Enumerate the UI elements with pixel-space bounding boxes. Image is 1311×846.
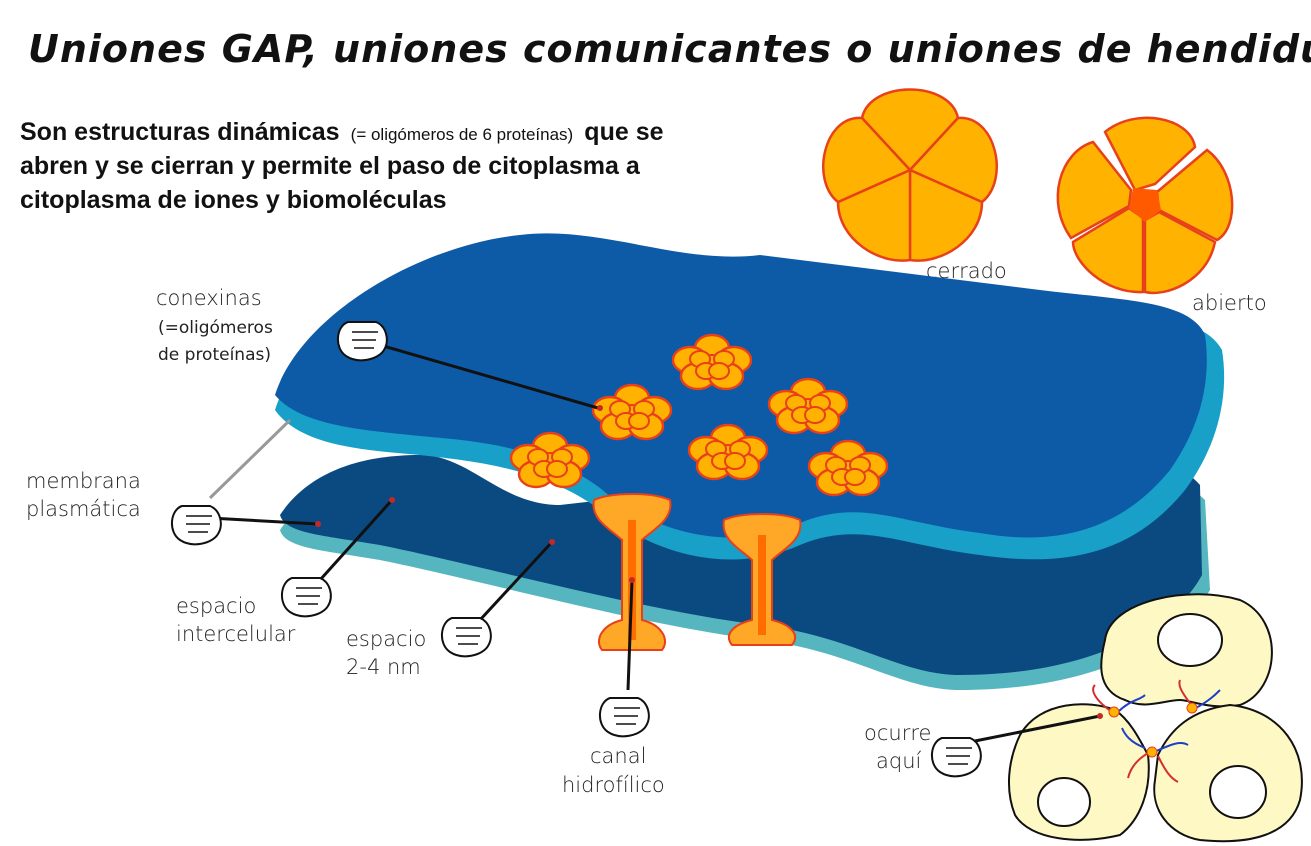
intro-line-1-a: Son estructuras dinámicas — [20, 118, 340, 146]
label-canal-2: hidrofílico — [562, 773, 665, 797]
label-espacio-nm-1: espacio — [346, 627, 426, 651]
label-conexinas-2: (=oligómeros — [158, 318, 273, 338]
intro-line-1-c: que se — [584, 118, 663, 146]
label-canal-1: canal — [590, 744, 646, 768]
label-espacio-intercelular-1: espacio — [176, 594, 256, 618]
label-membrana-1: membrana — [26, 469, 141, 493]
connexon-closed-icon — [822, 88, 998, 262]
label-conexinas-1: conexinas — [156, 286, 262, 310]
pointer-canal — [598, 577, 650, 738]
page-title: Uniones GAP, uniones comunicantes o unio… — [28, 27, 1311, 71]
upper-membrane — [275, 233, 1225, 560]
cells-cluster — [1007, 593, 1303, 843]
channel-2 — [722, 513, 802, 646]
label-ocurre-1: ocurre — [864, 721, 931, 745]
pointer-espacio-intercelular — [280, 497, 395, 618]
intro-line-3: citoplasma de iones y biomoléculas — [20, 186, 447, 214]
label-espacio-nm-2: 2-4 nm — [346, 655, 421, 679]
exchange-arrows — [1092, 679, 1221, 783]
label-espacio-intercelular-2: intercelular — [176, 622, 296, 646]
pointer-ocurre — [930, 713, 1103, 778]
pointer-conexinas — [336, 321, 603, 411]
open-label: abierto — [1192, 291, 1267, 315]
label-ocurre-2: aquí — [876, 749, 922, 773]
intro-line-1-b: (= oligómeros de 6 proteínas) — [351, 125, 574, 144]
intro-line-2: abren y se cierran y permite el paso de … — [20, 152, 641, 180]
connexon-open-icon — [1056, 116, 1234, 295]
label-conexinas-3: de proteínas) — [158, 345, 271, 365]
label-membrana-2: plasmática — [26, 497, 141, 521]
pointer-membrana — [170, 418, 321, 546]
intro-line-1: Son estructuras dinámicas (= oligómeros … — [20, 118, 664, 146]
pointer-espacio-nm — [440, 539, 555, 658]
